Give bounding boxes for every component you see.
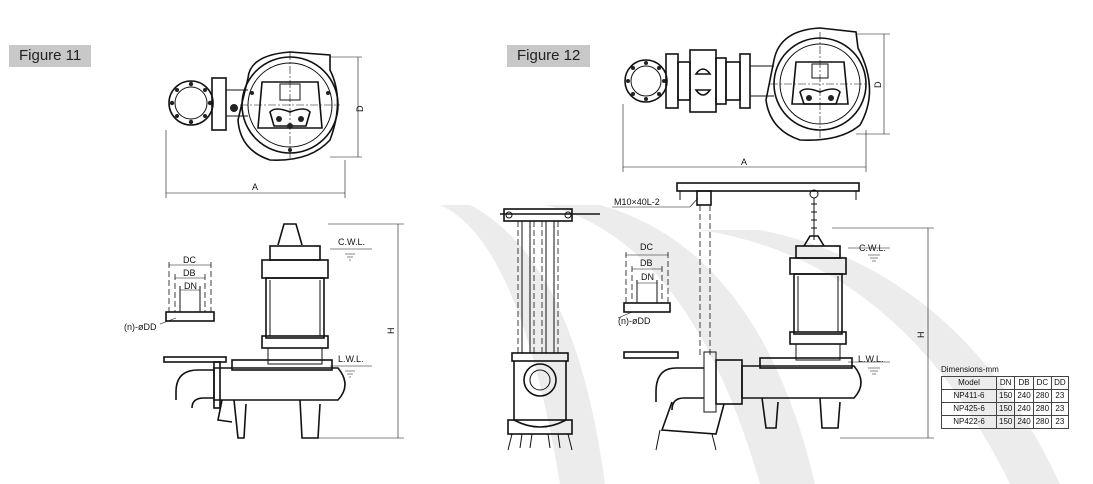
cell-db: 240 [1014,389,1034,403]
fig12-dim-h: H [916,332,926,339]
cell-dn: 150 [995,402,1016,416]
cell-dd: 23 [1051,415,1069,429]
fig11-side-view [159,223,404,439]
fig11-lwl: L.W.L. [338,354,364,364]
cell-dc: 280 [1032,389,1053,403]
cell-dc: 280 [1032,402,1053,416]
cell-dc: 280 [1032,415,1053,429]
dimensions-table: Dimensions-mm Model DN DB DC DD NP411-6 … [941,365,1069,429]
table-header-row: Model DN DB DC DD [941,376,1069,390]
fig11-top-view [165,51,362,198]
fig12-dim-db: DB [640,258,653,268]
fig11-cwl: C.W.L. [338,237,365,247]
cell-dd: 23 [1051,402,1069,416]
cell-model: NP411-6 [941,389,997,403]
table-row: NP411-6 150 240 280 23 [941,389,1069,403]
fig11-dim-ndd: (n)-øDD [124,322,157,332]
fig12-dim-d: D [873,81,883,88]
fig11-dim-d: D [355,105,365,112]
cell-dd: 23 [1051,389,1069,403]
header-dn: DN [995,376,1016,390]
figure-12-label: Figure 12 [507,45,591,67]
table-row: NP422-6 150 240 280 23 [941,415,1069,429]
fig12-bolt-spec: M10×40L-2 [614,197,660,207]
fig12-dim-ndd: (n)-øDD [618,316,651,326]
fig11-dim-a: A [252,182,258,192]
header-dd: DD [1051,376,1069,390]
cell-dn: 150 [995,389,1016,403]
fig12-cwl: C.W.L. [859,243,886,253]
fig12-dim-a: A [741,157,747,167]
cell-model: NP425-6 [941,402,997,416]
cell-db: 240 [1014,402,1034,416]
header-db: DB [1014,376,1034,390]
fig12-lwl: L.W.L. [858,354,884,364]
fig11-dim-dn: DN [184,281,197,291]
fig12-dim-dn: DN [641,272,654,282]
fig11-dim-dc: DC [183,255,196,265]
cell-dn: 150 [995,415,1016,429]
header-dc: DC [1032,376,1053,390]
header-model: Model [941,376,997,390]
fig11-dim-db: DB [183,268,196,278]
cell-model: NP422-6 [941,415,997,429]
fig11-dim-h: H [386,328,396,335]
fig12-rail-view [500,208,600,451]
table-row: NP425-6 150 240 280 23 [941,402,1069,416]
cell-db: 240 [1014,415,1034,429]
figure-11-label: Figure 11 [9,45,92,67]
fig12-top-view [622,27,890,172]
watermark-swoosh [440,205,1060,484]
fig12-dim-dc: DC [640,242,653,252]
table-caption: Dimensions-mm [941,365,999,374]
fig12-side-view [612,182,934,451]
